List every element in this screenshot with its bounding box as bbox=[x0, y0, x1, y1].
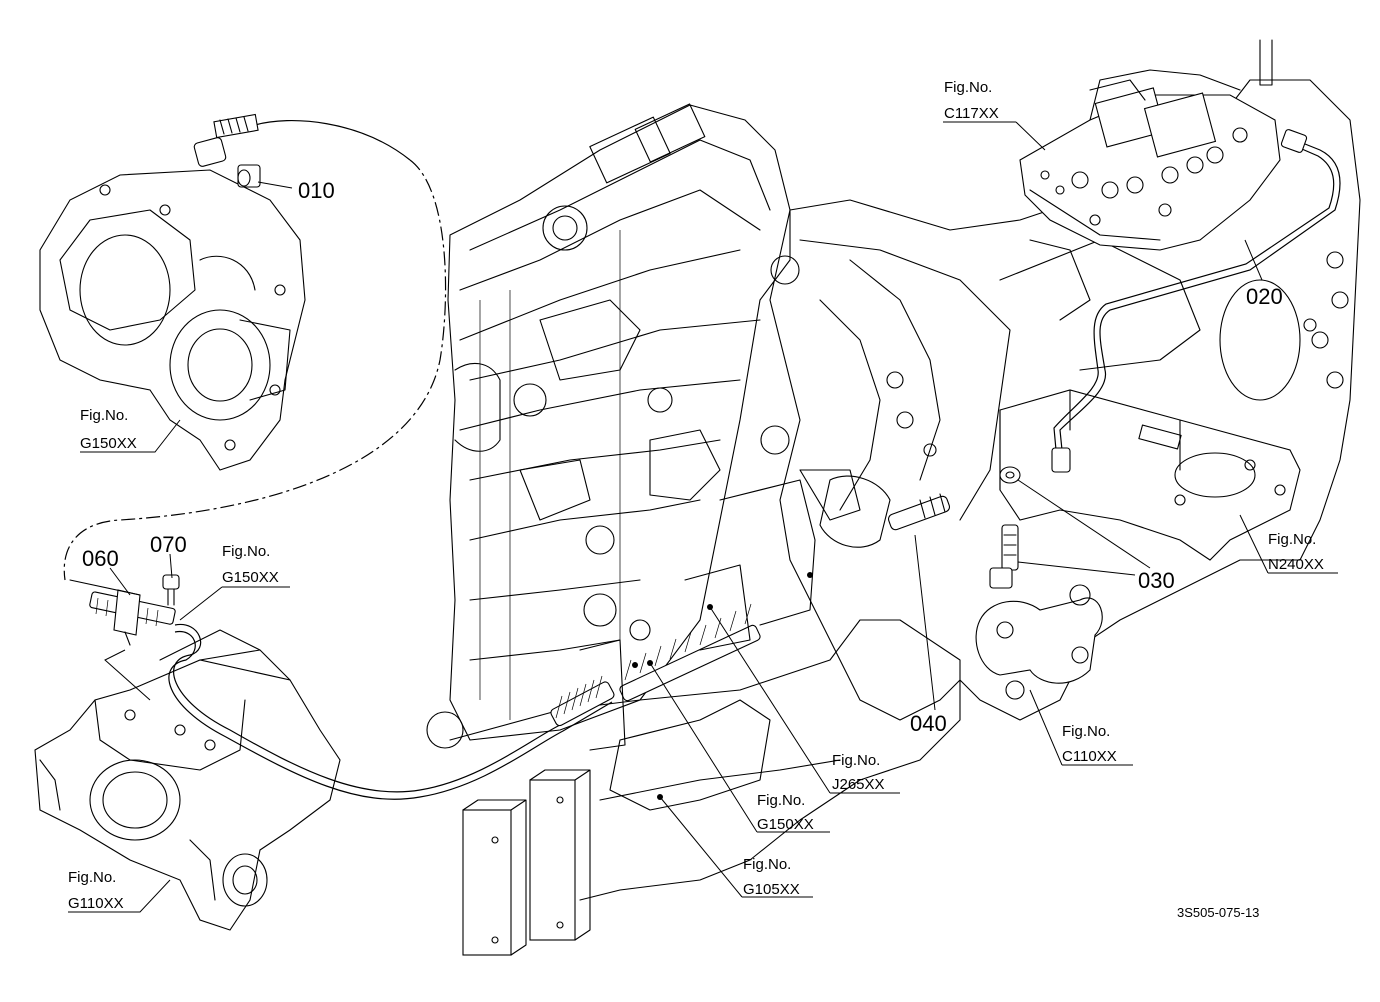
fig-code: N240XX bbox=[1268, 556, 1324, 573]
fig-code: C110XX bbox=[1062, 748, 1117, 765]
part-label-020: 020 bbox=[1246, 284, 1283, 309]
valve-bracket-art bbox=[579, 479, 816, 800]
fig-ref-g110xx: Fig.No. G110XX bbox=[68, 869, 124, 912]
fitting-010-art bbox=[193, 113, 261, 188]
fig-ref-g150xx-low: Fig.No. G150XX bbox=[757, 792, 814, 833]
fig-code: G150XX bbox=[222, 569, 279, 586]
fitting-030-art bbox=[989, 466, 1021, 589]
leader-lines bbox=[68, 121, 1338, 913]
fig-ref-g105xx: Fig.No. G105XX bbox=[743, 856, 800, 898]
fig-ref-j265xx: Fig.No. J265XX bbox=[832, 752, 885, 793]
hitch-link-art bbox=[975, 584, 1103, 700]
fig-ref-n240xx: Fig.No. N240XX bbox=[1268, 531, 1324, 573]
control-valve-art bbox=[1019, 39, 1281, 251]
part-label-040: 040 bbox=[910, 711, 947, 736]
fig-ref-g150xx-top: Fig.No. G150XX bbox=[80, 407, 137, 452]
engine-block-art bbox=[426, 103, 791, 749]
spring-hose-art bbox=[550, 603, 761, 727]
fig-prefix: Fig.No. bbox=[944, 79, 992, 96]
part-label-060: 060 bbox=[82, 546, 119, 571]
steering-case-art bbox=[34, 629, 341, 931]
transmission-housing-art bbox=[769, 79, 1361, 721]
fig-code: G150XX bbox=[80, 435, 137, 452]
fig-prefix: Fig.No. bbox=[1062, 723, 1110, 740]
drawing-code: 3S505-075-13 bbox=[1177, 905, 1259, 920]
fig-ref-c117xx: Fig.No. C117XX bbox=[944, 79, 999, 122]
fig-ref-c110xx: Fig.No. C110XX bbox=[1062, 723, 1117, 765]
part-label-030: 030 bbox=[1138, 568, 1175, 593]
fig-prefix: Fig.No. bbox=[80, 407, 128, 424]
part-label-010: 010 bbox=[298, 178, 335, 203]
frame-art bbox=[449, 619, 961, 956]
part-label-070: 070 bbox=[150, 532, 187, 557]
clamp-060-art bbox=[69, 579, 176, 646]
bolt-070-art bbox=[162, 574, 180, 606]
pump-housing-art bbox=[39, 169, 306, 471]
part-040-art bbox=[887, 493, 951, 531]
fig-ref-g150xx-mid: Fig.No. G150XX bbox=[222, 543, 279, 586]
fig-code: C117XX bbox=[944, 105, 999, 122]
fig-code: G150XX bbox=[757, 816, 814, 833]
fig-prefix: Fig.No. bbox=[222, 543, 270, 560]
fig-code: J265XX bbox=[832, 776, 885, 793]
part-labels: 010 020 030 040 060 070 bbox=[82, 178, 1283, 736]
fig-prefix: Fig.No. bbox=[68, 869, 116, 886]
fig-prefix: Fig.No. bbox=[743, 856, 791, 873]
fig-prefix: Fig.No. bbox=[757, 792, 805, 809]
fig-code: G105XX bbox=[743, 881, 800, 898]
fig-prefix: Fig.No. bbox=[1268, 531, 1316, 548]
bracket-art bbox=[999, 389, 1301, 561]
figure-references: Fig.No. C117XX Fig.No. G150XX Fig.No. G1… bbox=[68, 79, 1324, 912]
fig-prefix: Fig.No. bbox=[832, 752, 880, 769]
fig-code: G110XX bbox=[68, 895, 124, 912]
fitting-020-art bbox=[1051, 129, 1308, 473]
